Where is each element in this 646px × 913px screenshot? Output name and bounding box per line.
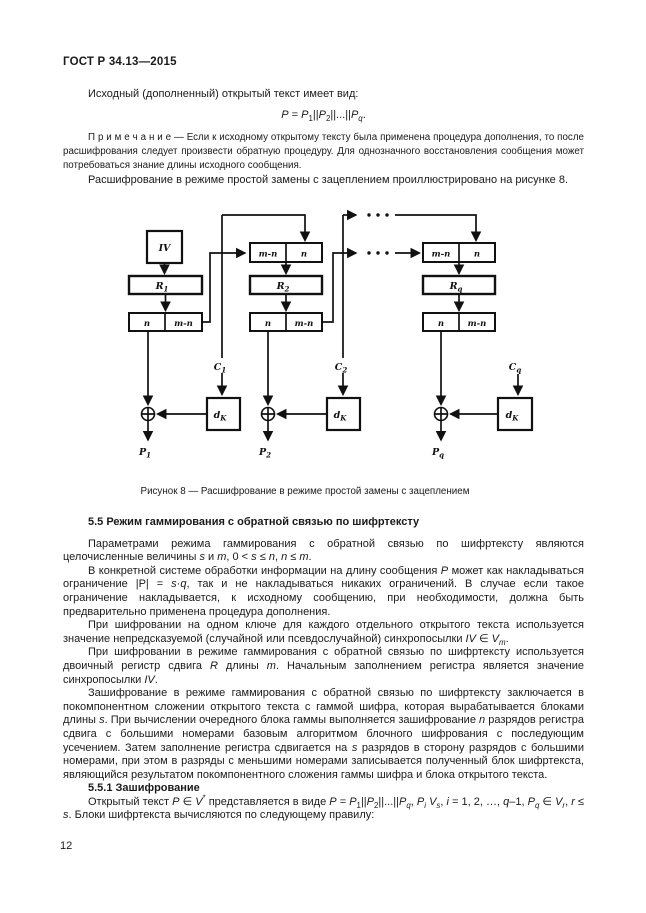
paragraph: Параметрами режима гаммирования с обратн… bbox=[63, 537, 584, 564]
p1-label: P1 bbox=[138, 447, 151, 460]
figure-reference-paragraph: Расшифрование в режиме простой замены с … bbox=[88, 174, 569, 186]
figure-block-2: m-n n R2 n m-n C2 dK bbox=[248, 209, 482, 460]
figure-block-1: IV R1 n m-n C1 dK P1 bbox=[127, 214, 311, 460]
section-heading-5-5: 5.5 Режим гаммирования с обратной связью… bbox=[88, 516, 420, 528]
dk1-label: dK bbox=[214, 410, 228, 423]
formula-plaintext: P = P1||P2||...||Pq. bbox=[281, 109, 366, 124]
page-header: ГОСТ Р 34.13—2015 bbox=[63, 56, 177, 68]
paragraph: В конкретной системе обработки информаци… bbox=[63, 564, 585, 618]
n-cell-label: n bbox=[474, 250, 480, 260]
c2-label: C2 bbox=[335, 362, 348, 375]
mn-cell-label: m-n bbox=[295, 319, 314, 329]
p2-label: P2 bbox=[258, 447, 271, 460]
mn-cell-label: m-n bbox=[432, 250, 451, 260]
figure-block-q: m-n n Rq n m-n Cq dK Pq bbox=[421, 242, 534, 460]
paragraph: При шифровании в режиме гаммирования с о… bbox=[63, 646, 584, 686]
n-cell-label: n bbox=[301, 250, 307, 260]
section-5-5: 5.5 Режим гаммирования с обратной связью… bbox=[63, 516, 584, 823]
paragraph: При шифровании на одном ключе для каждог… bbox=[63, 619, 584, 647]
figure-8-diagram: IV R1 n m-n C1 dK P1 bbox=[127, 209, 534, 460]
mn-cell-label: m-n bbox=[174, 319, 193, 329]
dk2-label: dK bbox=[334, 410, 348, 423]
cq-label: Cq bbox=[509, 362, 522, 375]
r1-label: R1 bbox=[155, 281, 169, 294]
mn-cell-label: m-n bbox=[259, 250, 278, 260]
n-cell-label: n bbox=[265, 319, 271, 329]
paragraph: Зашифрование в режиме гаммирования с обр… bbox=[63, 687, 585, 781]
section-heading-5-5-1: 5.5.1 Зашифрование bbox=[88, 782, 200, 795]
rq-label: Rq bbox=[449, 281, 463, 294]
pq-label: Pq bbox=[431, 447, 444, 460]
figure-caption: Рисунок 8 — Расшифрование в режиме прост… bbox=[140, 486, 470, 497]
n-cell-label: n bbox=[438, 319, 444, 329]
page-number: 12 bbox=[60, 840, 73, 852]
paragraph: Открытый текст P ∈ V* представляется в в… bbox=[63, 793, 584, 822]
c1-label: C1 bbox=[214, 362, 226, 375]
n-cell-label: n bbox=[144, 319, 150, 329]
dkq-label: dK bbox=[506, 410, 520, 423]
intro-paragraph: Исходный (дополненный) открытый текст им… bbox=[88, 88, 359, 100]
note-paragraph: П р и м е ч а н и е — Если к исходному о… bbox=[63, 132, 584, 171]
r2-label: R2 bbox=[276, 281, 290, 294]
mn-cell-label: m-n bbox=[468, 319, 487, 329]
iv-label: IV bbox=[158, 243, 172, 254]
